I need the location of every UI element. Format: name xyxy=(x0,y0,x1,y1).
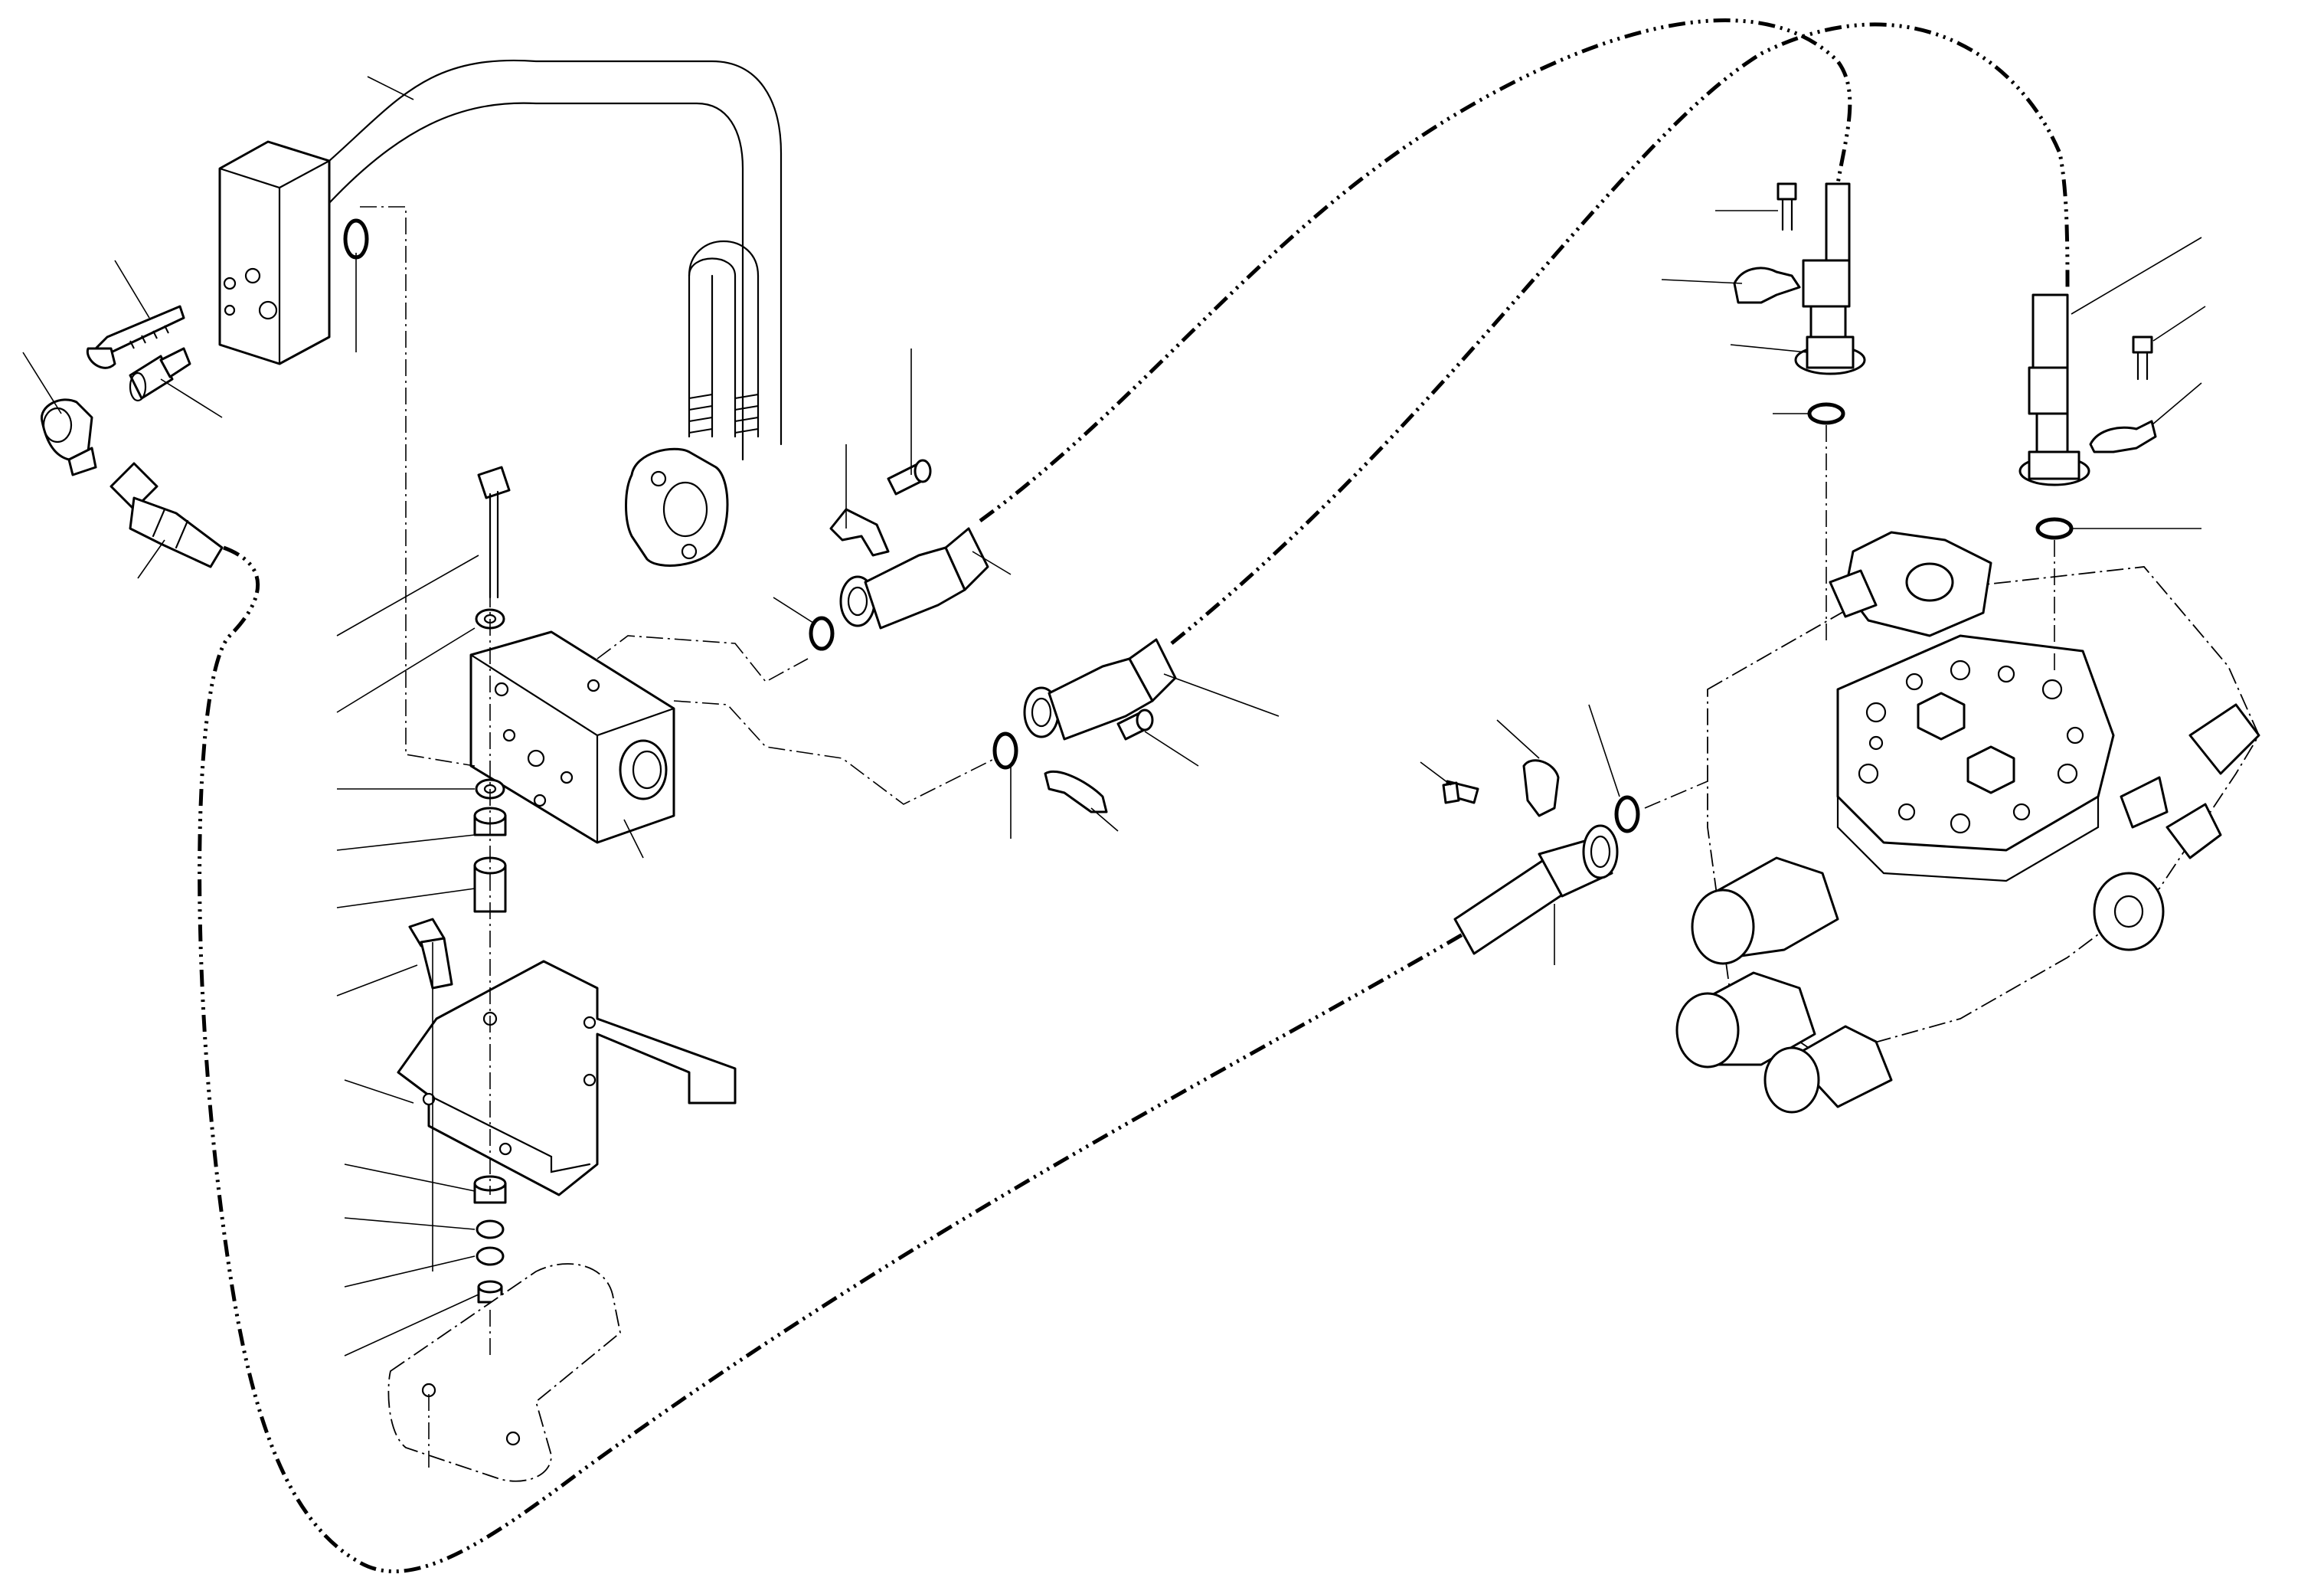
small-bolt-top-a xyxy=(1777,182,1797,231)
callout-leader-lines xyxy=(22,76,2206,1357)
o-ring-block-top xyxy=(343,218,369,260)
alignment-lines xyxy=(360,206,2055,1471)
hydraulic-hoses xyxy=(198,18,2070,1573)
o-ring-top-a xyxy=(1807,402,1845,425)
socket-head-bolt xyxy=(86,305,185,369)
hose-long-loop xyxy=(198,545,1464,1573)
steel-pipe-assembly xyxy=(328,59,783,567)
small-bolt-top-b xyxy=(2132,335,2153,381)
hose-end-top-b xyxy=(2018,293,2090,486)
valve-spool-caps xyxy=(1675,703,2260,1114)
hose-top-arc-2 xyxy=(1170,22,2070,645)
split-flange-clamp-right-lower xyxy=(1522,759,1560,817)
center-valve-block xyxy=(469,630,675,844)
valve-hex-plugs xyxy=(1917,692,2015,794)
hose-end-right-lower xyxy=(1453,824,1619,955)
hose-end-top-a xyxy=(1794,182,1866,375)
split-flange-clamp-top-a xyxy=(1733,267,1801,304)
u-bolt-threads xyxy=(688,394,759,434)
phantom-base-plate xyxy=(387,1263,621,1482)
small-bolt-right-lower xyxy=(1442,780,1479,804)
lower-washer-2 xyxy=(476,1246,505,1266)
long-hex-bolt xyxy=(477,466,511,599)
split-flange-clamp-top-b xyxy=(2089,420,2157,453)
nut-center xyxy=(473,807,507,836)
valve-port-holes xyxy=(1858,659,2084,834)
flange-bolt xyxy=(408,918,453,990)
mounting-bracket xyxy=(397,960,737,1196)
control-valve-assembly xyxy=(1675,531,2260,1114)
manifold-block-top xyxy=(218,140,331,365)
bent-pipe-inner xyxy=(328,102,744,461)
small-bolt-mid-lower xyxy=(1116,709,1154,741)
bent-pipe-outer xyxy=(328,59,783,446)
hose-end-mid-upper xyxy=(839,527,989,630)
hose-end-mid-lower xyxy=(1023,638,1177,741)
o-ring-mid-upper xyxy=(809,616,835,651)
split-flange-clamp-mid-upper xyxy=(829,508,890,557)
elbow-fitting xyxy=(41,398,97,476)
hose-end-fitting-left xyxy=(109,462,224,568)
split-flange-clamp-mid-lower xyxy=(1044,770,1108,813)
lower-washer-1 xyxy=(476,1219,505,1239)
small-bolt-mid-upper xyxy=(887,459,932,496)
straight-adapter xyxy=(129,347,191,402)
o-ring-mid-lower xyxy=(992,731,1018,770)
hose-top-arc-1 xyxy=(979,18,1852,523)
o-ring-right-lower xyxy=(1614,795,1640,833)
o-ring-top-b xyxy=(2035,517,2074,540)
